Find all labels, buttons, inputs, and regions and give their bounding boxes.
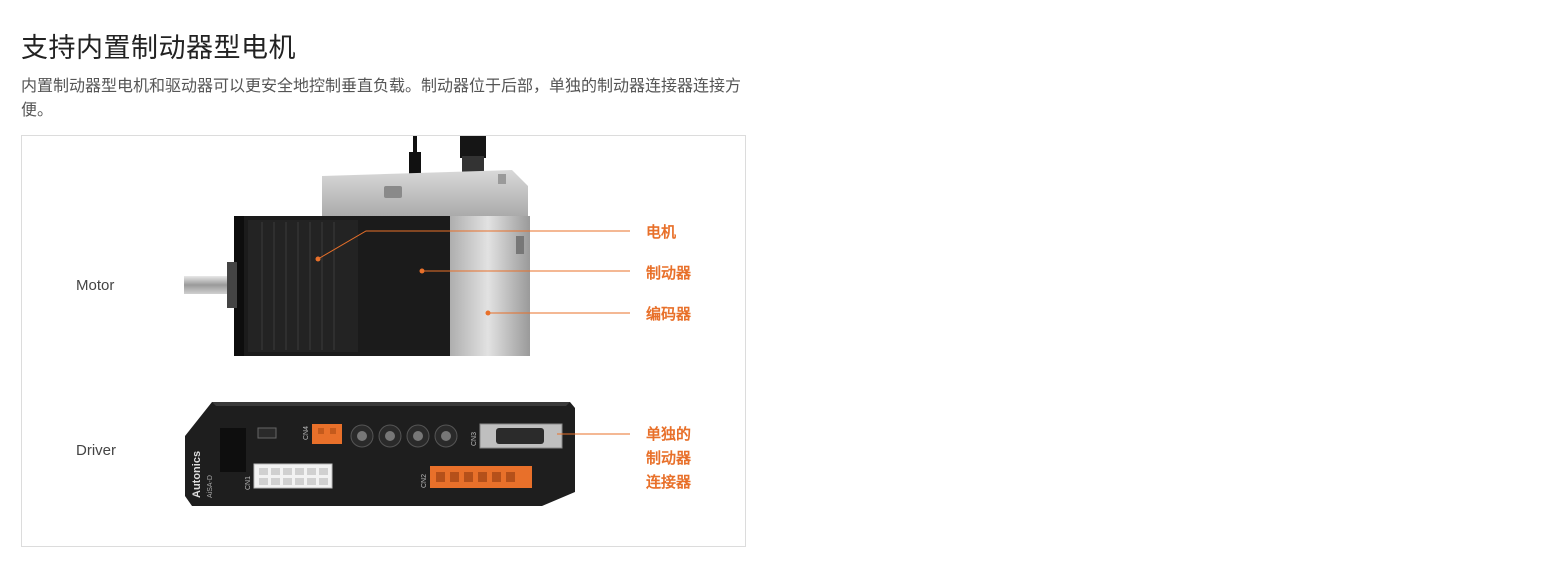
motor-cables [409, 136, 486, 176]
callout-brake-connector-line3: 连接器 [646, 473, 692, 491]
driver-brand-print: Autonics [191, 451, 203, 498]
callout-brake-connector-line1: 单独的 [646, 425, 692, 443]
callout-motor: 电机 [646, 223, 677, 241]
motor-top-housing [322, 170, 528, 226]
motor-flange [227, 262, 237, 308]
page-title: 支持内置制动器型电机 [21, 33, 296, 64]
callout-brake-connector: 单独的 制动器 连接器 [646, 422, 716, 494]
callout-brake-connector-line2: 制动器 [646, 449, 692, 467]
cn3-print: CN3 [471, 432, 478, 446]
section-description: 内置制动器型电机和驱动器可以更安全地控制垂直负载。制动器位于后部，单独的制动器连… [21, 76, 742, 119]
motor-label: Motor [76, 277, 115, 294]
product-figure: Autonics AiSA-D CN1 CN4 CN3 CN2 Motor Dr… [21, 135, 746, 547]
cn4-print: CN4 [303, 426, 310, 440]
driver-model-print: AiSA-D [207, 475, 214, 498]
cn2-print: CN2 [421, 474, 428, 488]
driver-label: Driver [76, 442, 116, 459]
product-illustration: Autonics AiSA-D CN1 CN4 CN3 CN2 [184, 136, 630, 506]
callout-brake: 制动器 [646, 264, 692, 282]
motor-body [234, 216, 450, 356]
motor-shaft [184, 276, 236, 294]
cn1-print: CN1 [245, 476, 252, 490]
housing-screw [516, 236, 524, 254]
driver-body [185, 402, 575, 506]
motor-callout-lines [317, 230, 630, 314]
callout-encoder: 编码器 [646, 305, 692, 323]
